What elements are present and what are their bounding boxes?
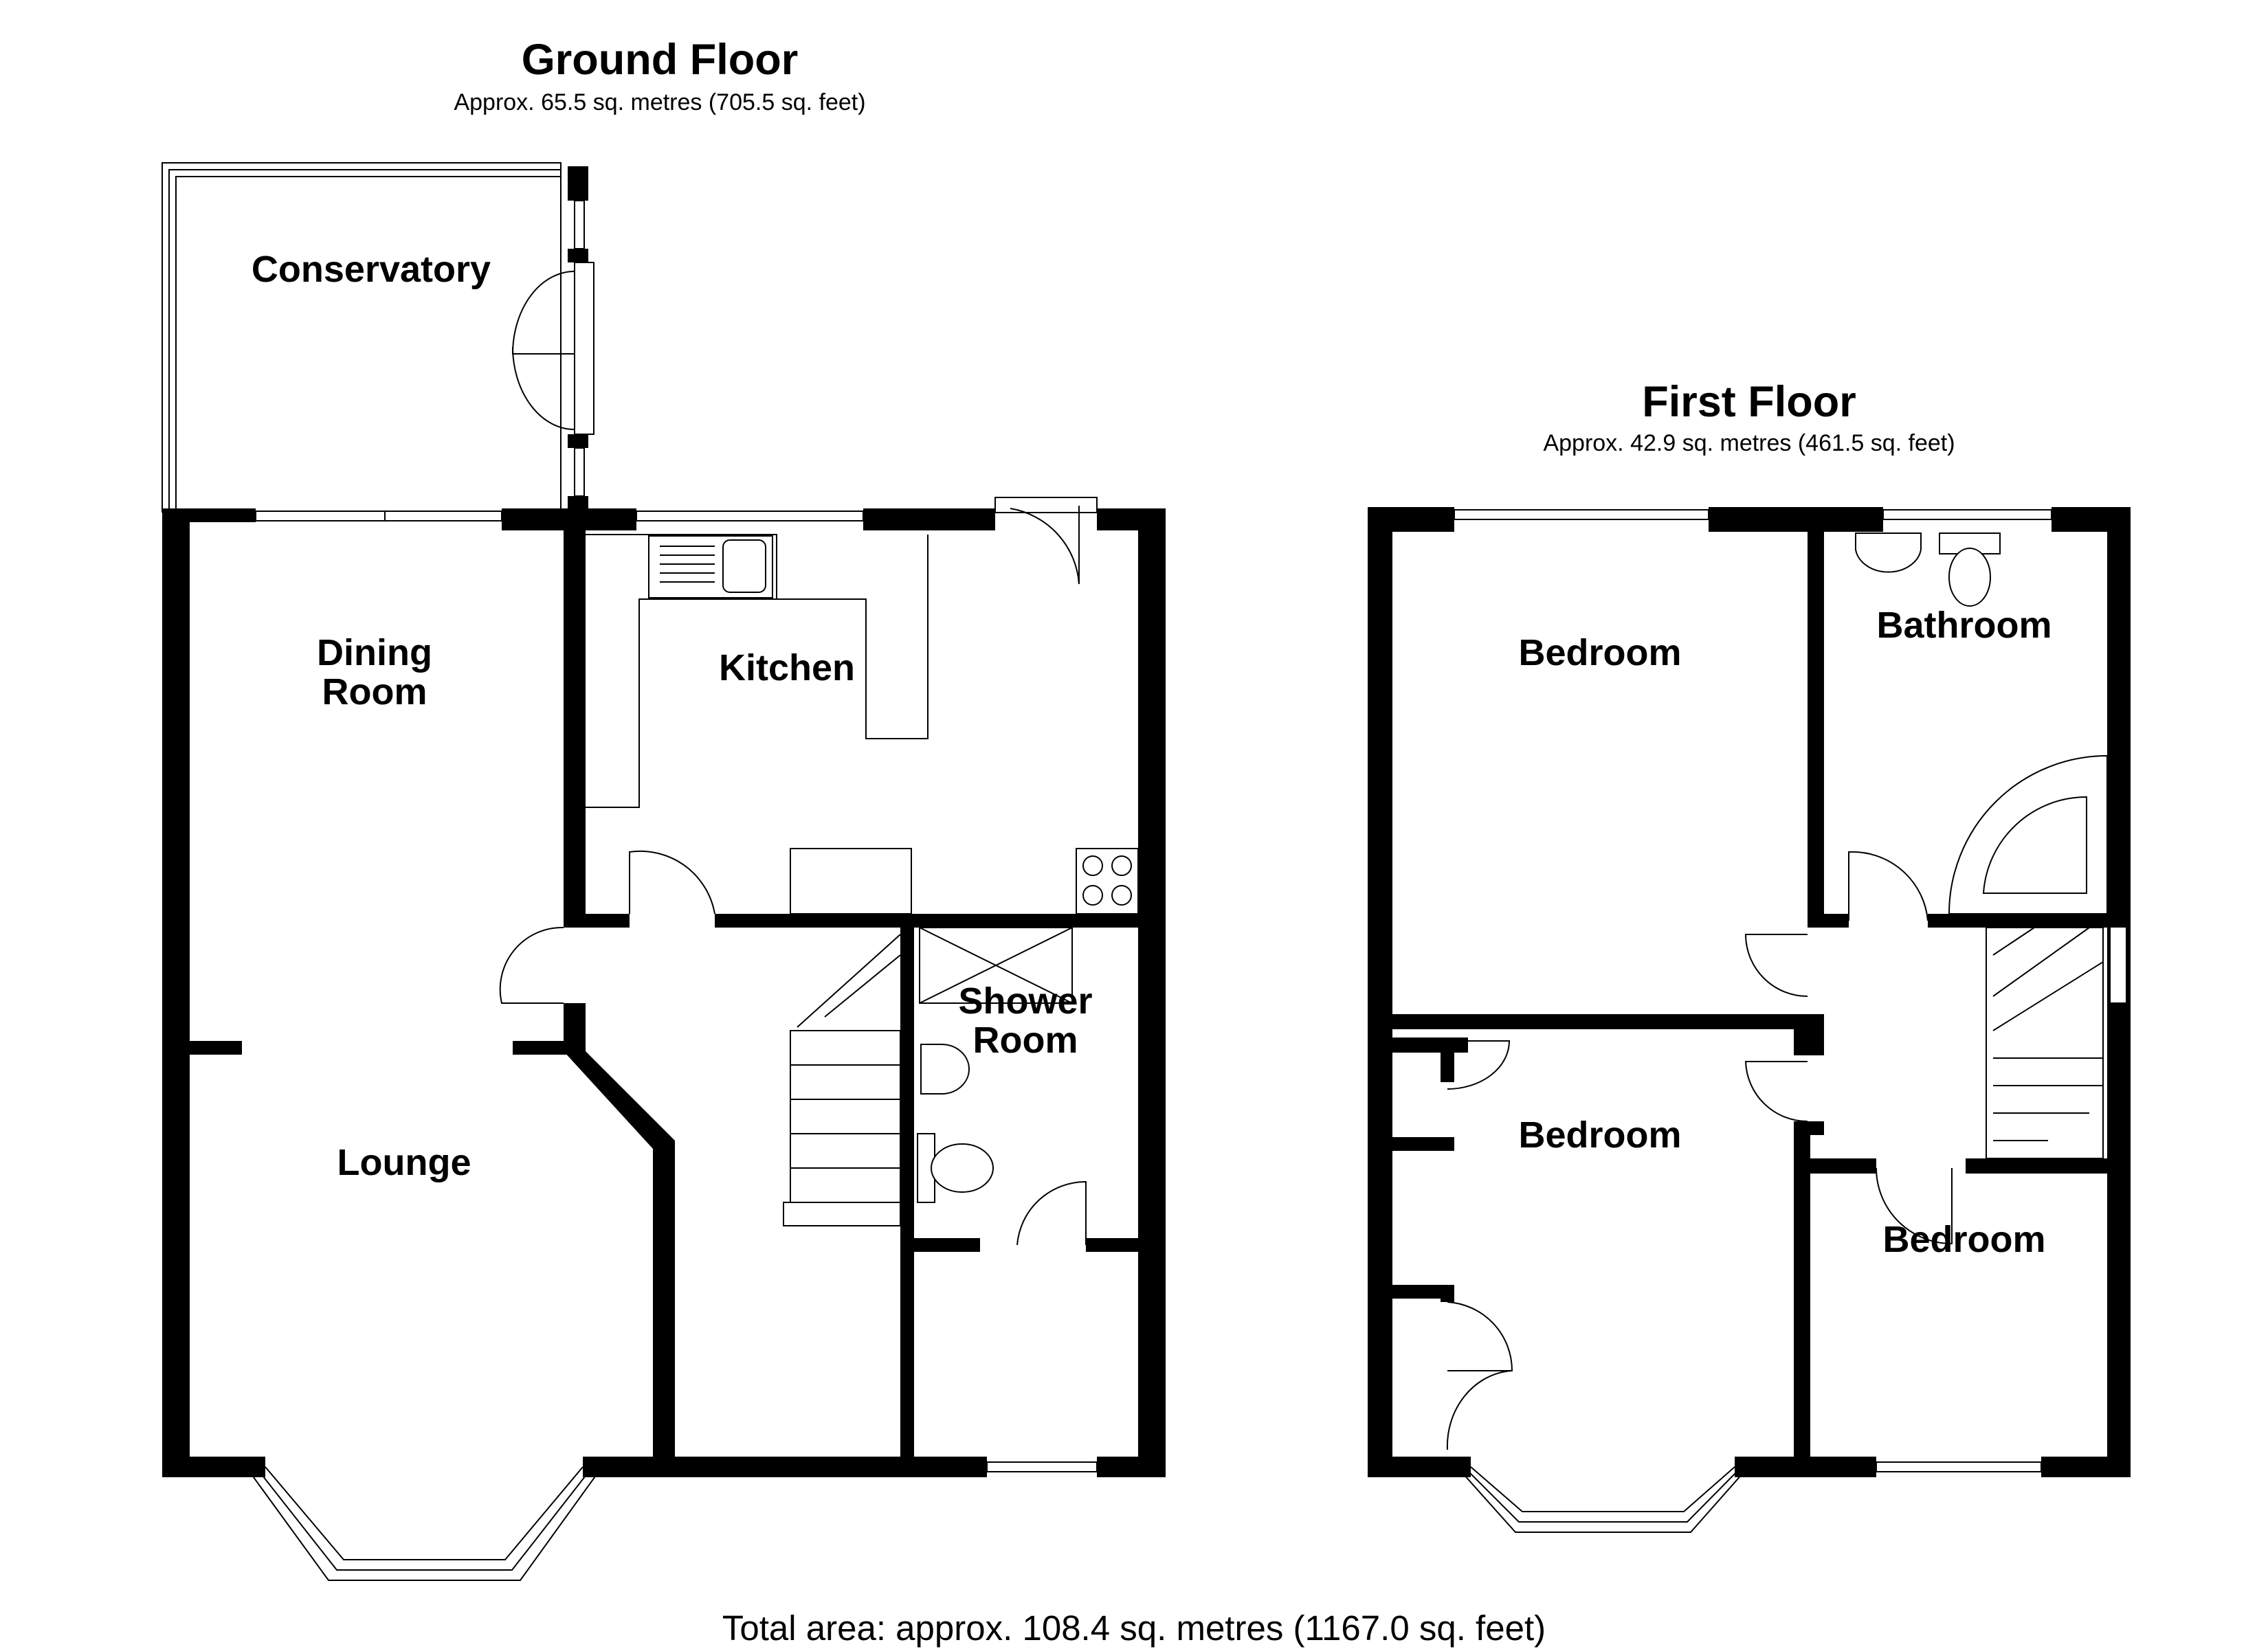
first-floor-staircase [1986,927,2104,1159]
shower-room-fittings [917,927,1073,1203]
total-area: Total area: approx. 108.4 sq. metres (11… [722,1608,1546,1648]
shower-room-label-line1: Shower [958,980,1092,1022]
bedroom-bay-window [1456,1466,1749,1533]
kitchen-label: Kitchen [719,647,855,688]
bedroom-3-label: Bedroom [1882,1219,2045,1260]
lounge-bay-window [245,1466,603,1581]
bathroom-fittings [1855,532,2108,915]
ground-floor-plan [162,162,1166,1581]
kitchen-units [586,534,1139,915]
bedroom-1-label: Bedroom [1518,632,1681,673]
first-floor-area: Approx. 42.9 sq. metres (461.5 sq. feet) [1543,430,1955,456]
ground-floor-title: Ground Floor [522,36,798,84]
conservatory-frame [162,162,594,524]
shower-room-label-line2: Room [973,1020,1078,1061]
lounge-label: Lounge [337,1142,471,1183]
sink-icon [660,539,766,593]
ground-floor-area: Approx. 65.5 sq. metres (705.5 sq. feet) [454,89,865,115]
bathroom-label: Bathroom [1877,605,2052,646]
hob-icon [1076,848,1139,915]
first-floor-plan [1368,507,2131,1533]
dining-room-label-line2: Room [322,671,427,713]
ground-staircase [783,934,901,1226]
dining-room-label-line1: Dining [317,632,432,673]
first-floor-title: First Floor [1642,378,1856,426]
bedroom-2-label: Bedroom [1518,1114,1681,1156]
conservatory-label: Conservatory [252,249,491,290]
